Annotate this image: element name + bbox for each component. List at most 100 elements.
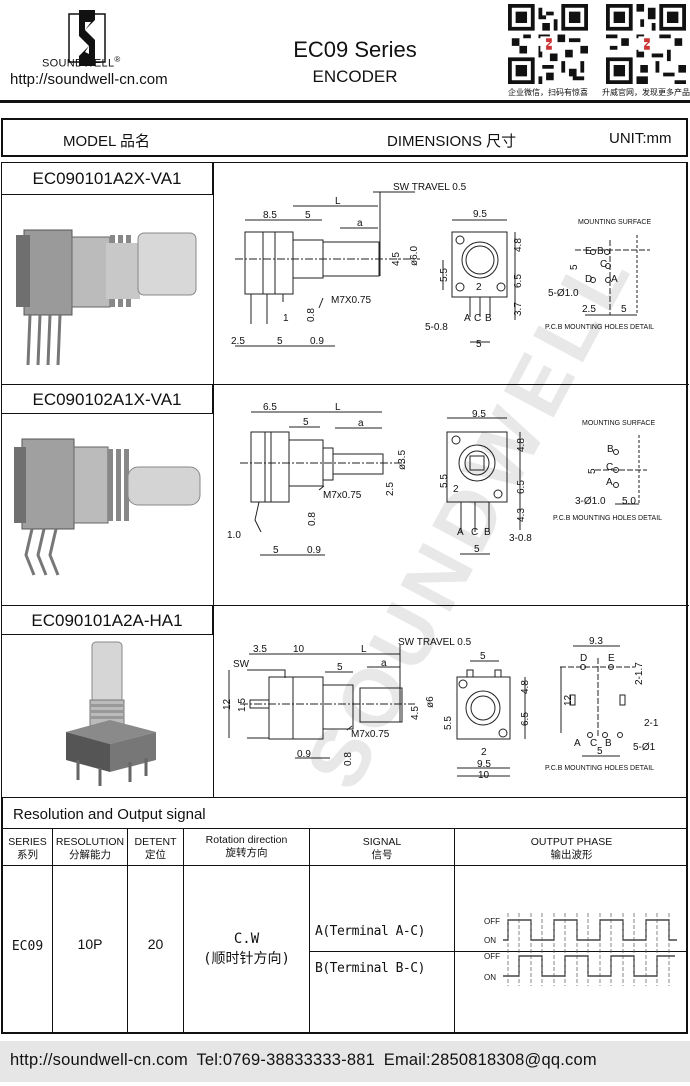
dim-label: 3.7: [513, 302, 524, 316]
dim-label: SW TRAVEL 0.5: [393, 182, 467, 193]
dim-label: 2: [481, 747, 487, 758]
dim-label: 2.5: [582, 304, 596, 315]
model-heading: MODEL 品名: [63, 133, 150, 150]
pin-label: B: [607, 444, 614, 455]
dim-label: 6.5: [516, 480, 527, 494]
dim-label: 5: [480, 651, 486, 662]
column-divider: [213, 163, 214, 798]
resolution-title: Resolution and Output signal: [13, 806, 206, 823]
dim-label: SW: [233, 659, 250, 670]
pcb-detail-caption: P.C.B MOUNTING HOLES DETAIL: [545, 324, 654, 331]
dim-label: 3-Ø1.0: [575, 496, 606, 507]
dim-label: a: [381, 658, 387, 669]
level-off-a: OFF: [484, 917, 500, 926]
dim-label: 0.8: [306, 308, 317, 322]
dim-label: 5: [474, 544, 480, 555]
dim-label: ø6: [425, 696, 436, 708]
dim-label: 0.8: [343, 752, 354, 766]
dim-label: 5-0.8: [425, 322, 448, 333]
dim-label: 2-1: [644, 718, 659, 729]
model-name: EC090102A1X-VA1: [2, 384, 213, 414]
dim-label: 5.0: [622, 496, 636, 507]
header-divider: [0, 100, 690, 103]
dim-label: 1: [283, 313, 289, 324]
pin-label: C: [600, 259, 607, 270]
header-url[interactable]: http://soundwell-cn.com: [10, 71, 168, 88]
soundwell-logo-icon: [68, 10, 106, 66]
dim-label: 9.3: [589, 636, 603, 647]
dim-label: 10: [478, 770, 490, 780]
dim-label: SW TRAVEL 0.5: [398, 637, 472, 648]
pin-label: C: [471, 527, 478, 538]
dim-label: 5: [587, 468, 598, 474]
product-photo-ec090101a2x-va1: [16, 229, 197, 366]
dim-label: MOUNTING SURFACE: [578, 219, 651, 226]
pin-label: B: [484, 527, 491, 538]
dim-label: 5.5: [439, 474, 450, 488]
dim-label: 0.8: [307, 512, 318, 526]
page-title: EC09 Series: [293, 37, 417, 62]
footer-email[interactable]: Email:2850818308@qq.com: [383, 1051, 597, 1069]
dim-label: 4.5: [391, 252, 402, 266]
dim-label: 1.5: [237, 698, 248, 712]
pin-label: A: [464, 313, 471, 324]
pin-label: D: [580, 653, 587, 664]
level-on-a: ON: [484, 936, 496, 945]
dim-label: M7X0.75: [331, 295, 371, 306]
dim-label: 0.9: [307, 545, 321, 556]
dim-label: ø3.5: [397, 450, 408, 470]
dim-label: 5: [621, 304, 627, 315]
pin-label: A: [457, 527, 464, 538]
dim-label: 4.5: [410, 706, 421, 720]
level-on-b: ON: [484, 973, 496, 982]
pin-label: B: [597, 246, 604, 257]
dim-label: 2.5: [231, 336, 245, 347]
pin-label: A: [574, 738, 581, 749]
dim-label: 2.5: [385, 482, 396, 496]
dim-label: 8.5: [263, 210, 277, 221]
pin-label: C: [606, 462, 613, 473]
dim-label: 5: [337, 662, 343, 673]
pin-label: B: [485, 313, 492, 324]
dim-label: 2-1.7: [634, 662, 645, 685]
dim-label: M7x0.75: [351, 729, 390, 740]
dim-label: 4.8: [516, 438, 527, 452]
dim-label: 6.5: [513, 274, 524, 288]
dim-label: 5: [305, 210, 311, 221]
pin-label: A: [606, 477, 613, 488]
dimensions-heading: DIMENSIONS 尺寸: [387, 133, 517, 150]
dim-label: 5-Ø1.0: [548, 288, 579, 299]
dim-label: 9.5: [472, 409, 486, 420]
qr-code-website[interactable]: [606, 4, 686, 84]
pcb-detail-caption: P.C.B MOUNTING HOLES DETAIL: [545, 765, 654, 772]
dimension-drawing-ec090101a2x-va1: SW TRAVEL 0.5 L 8.5 5 a 4.5 ø6.0 M7X0.75…: [231, 182, 654, 350]
footer-tel: Tel:0769-38833333-881: [196, 1051, 375, 1069]
dim-label: 5: [597, 746, 603, 757]
dim-label: 5: [273, 545, 279, 556]
qr-code-wechat[interactable]: [508, 4, 588, 84]
column-header-bar: MODEL 品名 DIMENSIONS 尺寸 UNIT:mm: [1, 118, 688, 157]
logo: [65, 8, 113, 73]
pin-label: C: [474, 313, 481, 324]
footer-url[interactable]: http://soundwell-cn.com: [10, 1051, 188, 1069]
brand-name: SOUNDWELL®: [42, 55, 121, 70]
pin-label: A: [611, 274, 618, 285]
dim-label: M7x0.75: [323, 490, 362, 501]
dim-label: ø6.0: [409, 246, 420, 266]
pcb-detail-caption: P.C.B MOUNTING HOLES DETAIL: [553, 515, 662, 522]
waveform-b: [503, 955, 675, 977]
series-value: EC09: [11, 939, 44, 954]
dim-label: a: [357, 218, 363, 229]
unit-heading: UNIT:mm: [609, 130, 672, 147]
dim-label: L: [335, 196, 341, 207]
dim-label: 9.5: [477, 759, 491, 770]
resolution-value: 10P: [77, 936, 103, 952]
output-phase-waveform: OFF ON OFF ON: [484, 913, 677, 986]
page-subtitle: ENCODER: [312, 67, 398, 86]
dimension-drawing-ec090102a1x-va1: 6.5 L 5 a ø3.5 2.5 M7x0.75 0.8 1.0 5 0.9…: [227, 402, 662, 556]
dim-label: 1.0: [227, 530, 241, 541]
